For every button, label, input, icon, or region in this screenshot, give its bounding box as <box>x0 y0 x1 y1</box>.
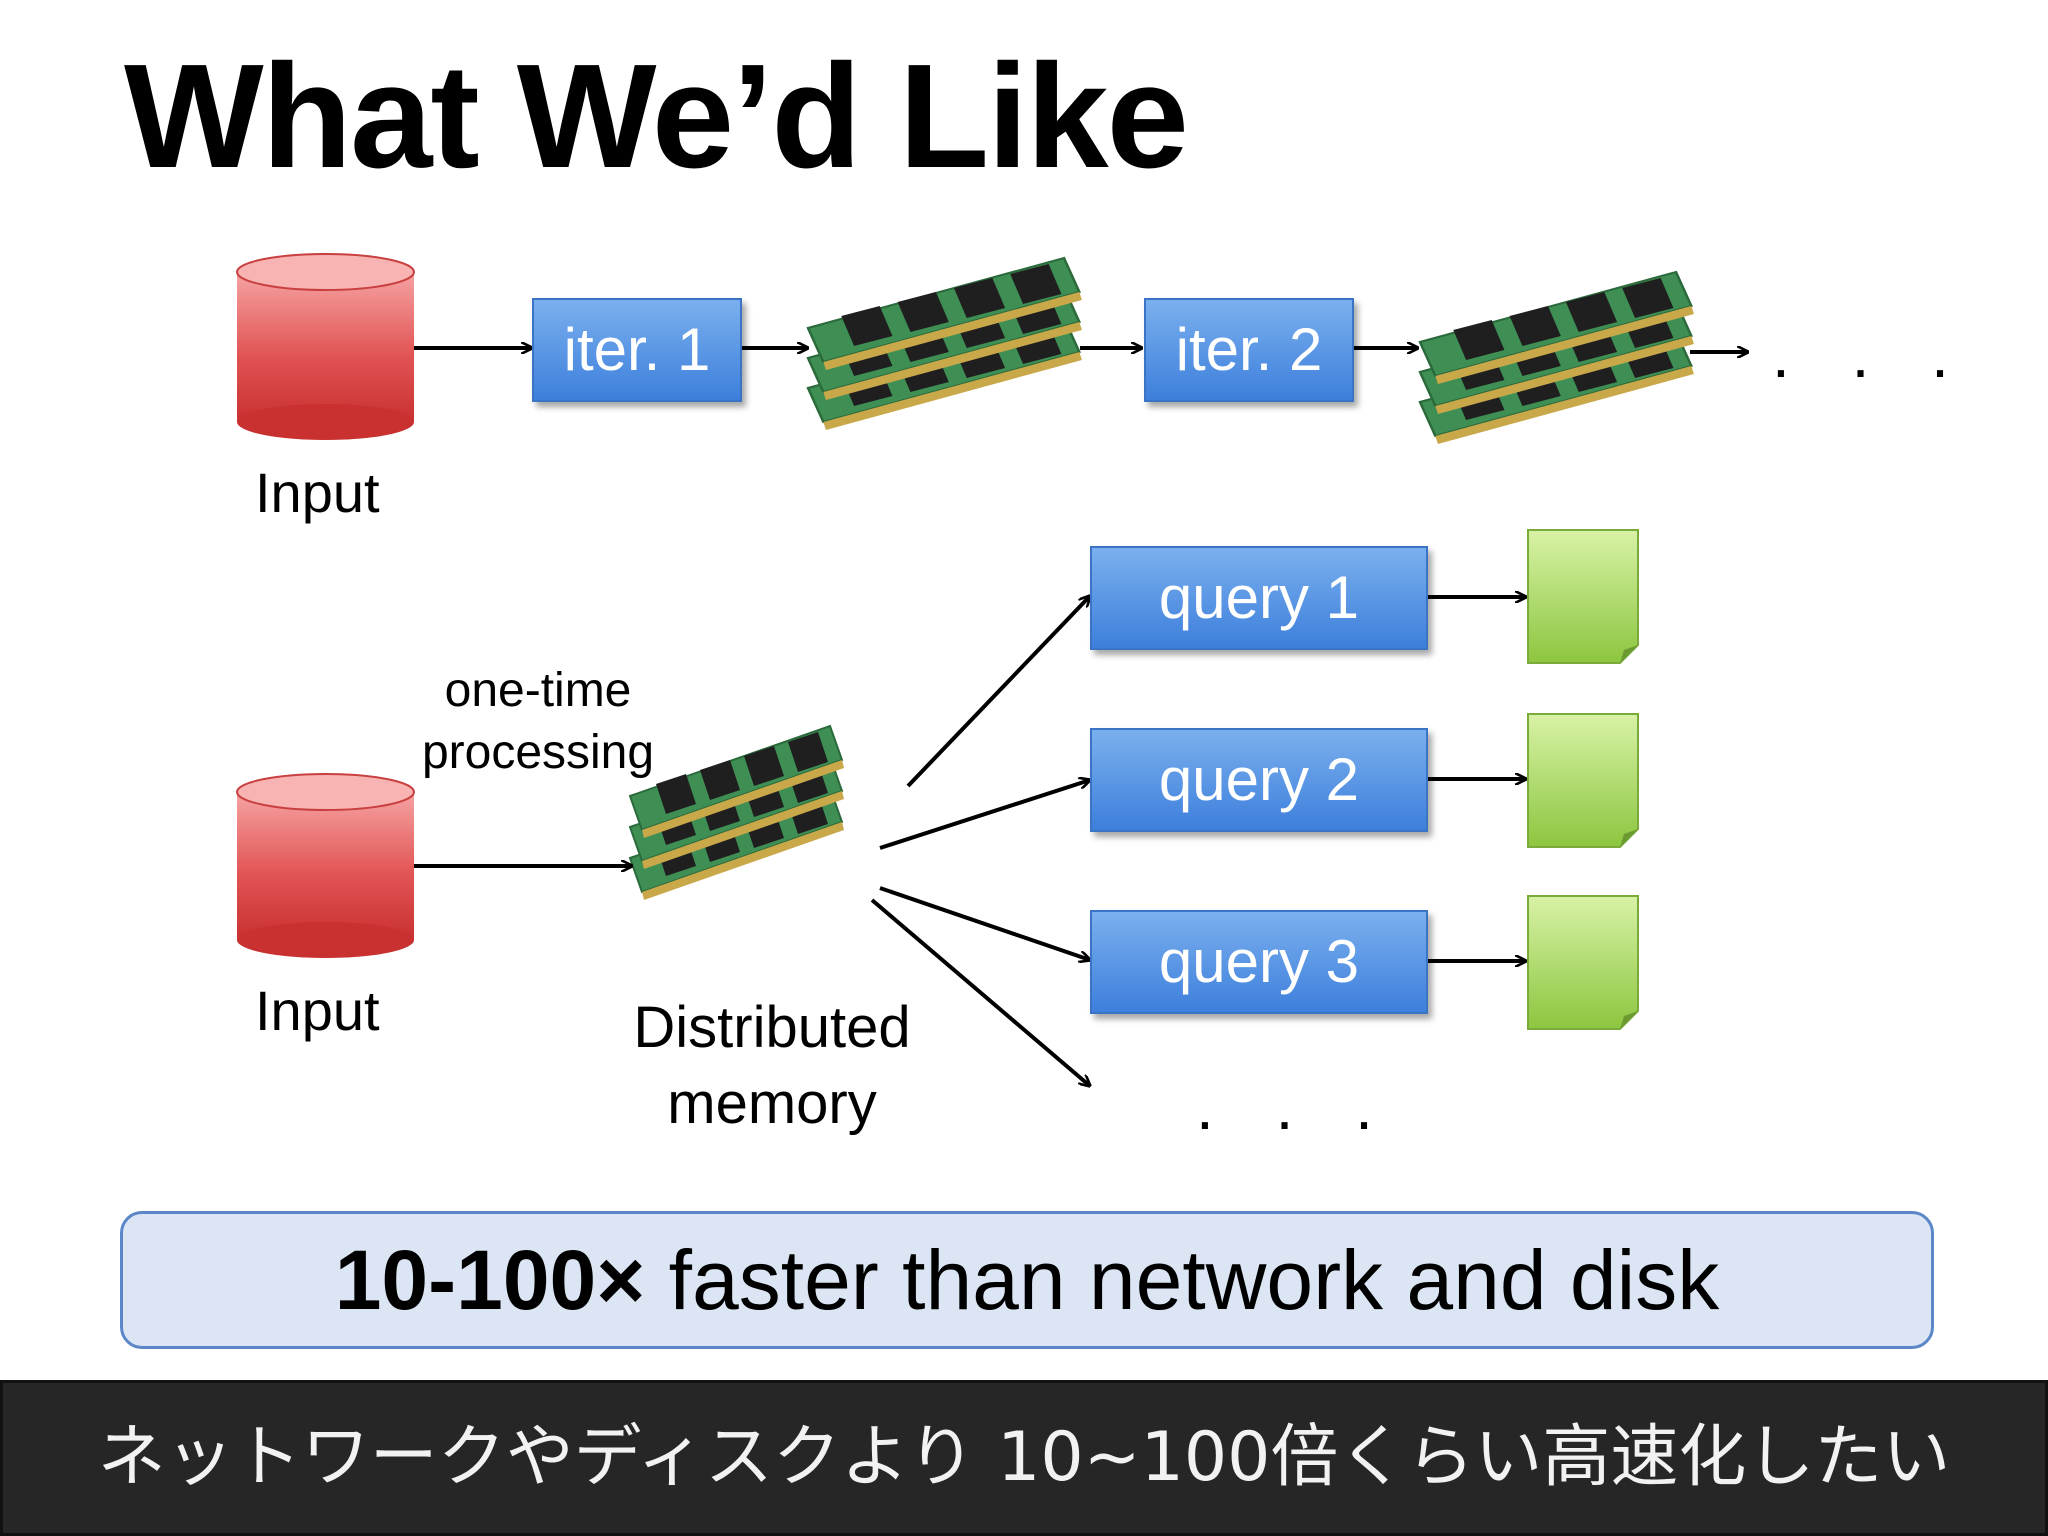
iter-1-box: iter. 1 <box>532 298 742 402</box>
query-2-box: query 2 <box>1090 728 1428 832</box>
result-document-icon <box>1527 713 1639 848</box>
result-document-icon <box>1527 529 1639 664</box>
ram-module-stack-icon <box>806 256 1084 432</box>
ellipsis-bottom: . . . <box>1196 1071 1395 1143</box>
iter-2-box: iter. 2 <box>1144 298 1354 402</box>
speed-callout: 10-100× faster than network and disk <box>120 1211 1934 1349</box>
speed-factor: 10-100× <box>334 1233 646 1327</box>
database-cylinder-icon <box>236 773 415 958</box>
query-3-box: query 3 <box>1090 910 1428 1014</box>
input-label-top: Input <box>255 461 380 524</box>
subtitle-bar: ネットワークやディスクより 10~100倍くらい高速化したい <box>0 1380 2048 1536</box>
ram-module-stack-icon <box>1418 270 1696 446</box>
input-label-bottom: Input <box>255 979 380 1042</box>
ellipsis-top: . . . <box>1772 319 1971 391</box>
database-cylinder-icon <box>236 253 415 440</box>
slide-title: What We’d Like <box>124 34 1189 199</box>
arrow-icon <box>414 348 1748 352</box>
result-document-icon <box>1527 895 1639 1030</box>
query-1-box: query 1 <box>1090 546 1428 650</box>
distributed-memory-label: Distributed memory <box>633 995 911 1136</box>
speed-text: faster than network and disk <box>645 1233 1720 1327</box>
arrow-icon <box>414 596 1526 1086</box>
one-time-processing-label: one-time processing <box>421 664 655 779</box>
